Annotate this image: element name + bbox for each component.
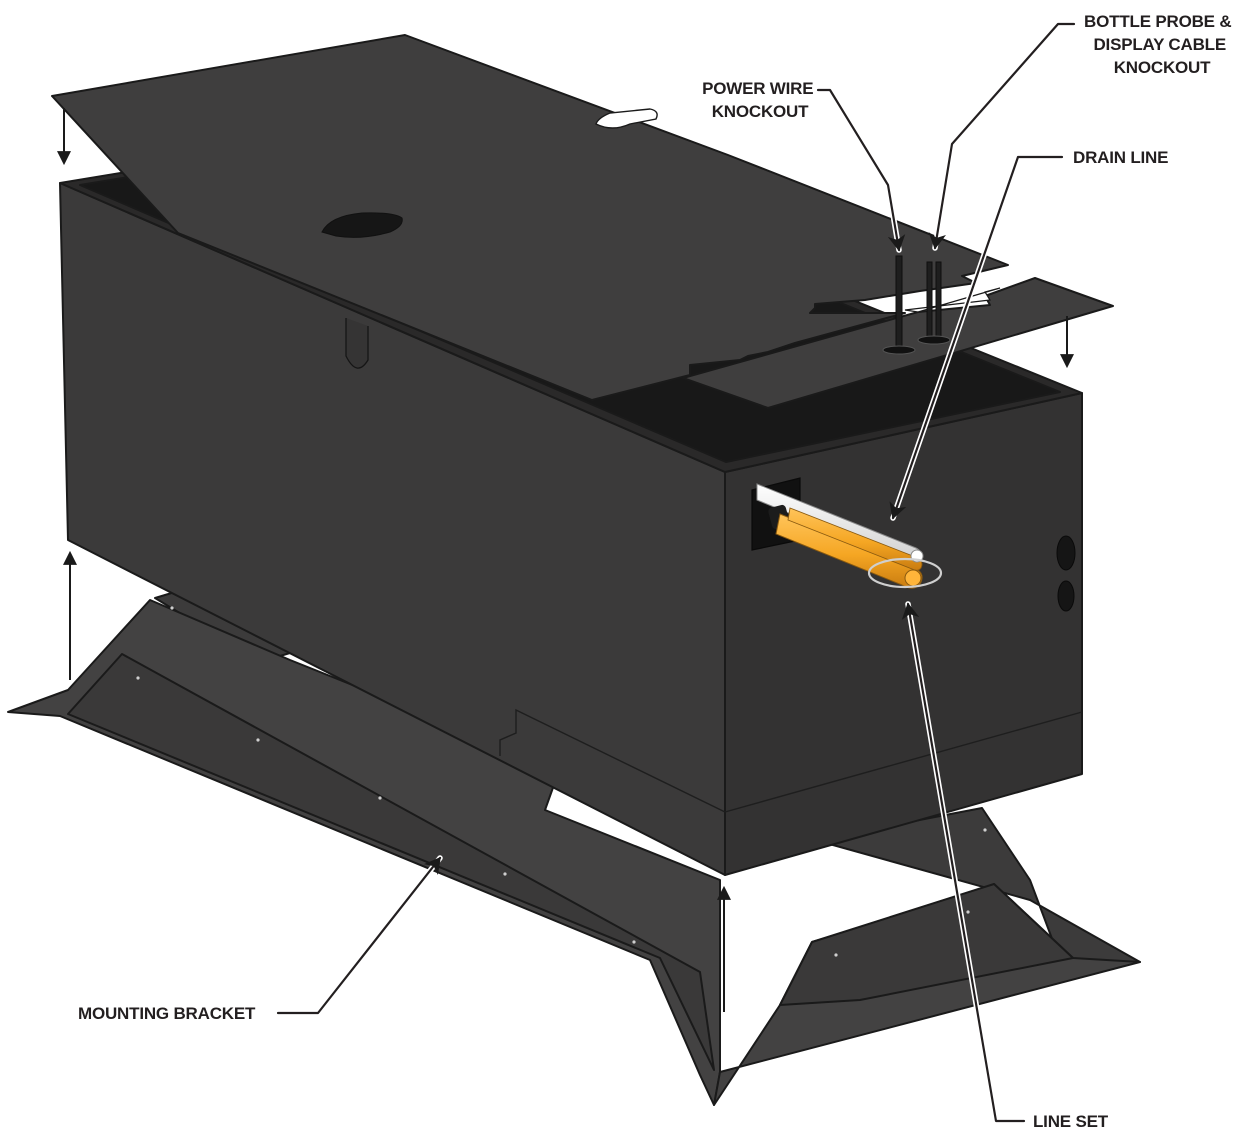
line-set-leader: [901, 602, 1026, 1123]
drain-line-label: DRAIN LINE: [1073, 148, 1168, 167]
bracket-screw-holes: [136, 606, 987, 957]
power-wire-label-line-2: KNOCKOUT: [712, 102, 809, 121]
lid-panels: [51, 34, 1114, 409]
callout-leaders: [275, 21, 1077, 1124]
bottle-probe-label-line-3: KNOCKOUT: [1114, 58, 1211, 77]
small-lid-cutout: [904, 287, 1001, 313]
bracket-left-flange: [67, 653, 715, 1071]
cabinet-top-notch: [345, 318, 369, 369]
cabinet-end-face: [724, 392, 1083, 876]
line-set-tubes: [756, 483, 943, 589]
power-wire-label: POWER WIRE KNOCKOUT: [702, 79, 818, 121]
lid-slot-front: [321, 212, 403, 238]
power-wire-label-line-1: POWER WIRE: [702, 79, 813, 98]
power-wire-leader: [816, 88, 906, 252]
lid-slot-back: [595, 108, 658, 129]
assembly-arrows: [57, 108, 1074, 1012]
main-lid-panel: [51, 34, 1009, 401]
line-set-label: LINE SET: [1033, 1112, 1109, 1129]
knockout-posts: [882, 255, 951, 355]
mounting-bracket: [7, 591, 1141, 1106]
mounting-bracket-label: MOUNTING BRACKET: [78, 1004, 256, 1023]
bracket-right-slope: [779, 883, 1074, 1006]
end-knockout-upper: [1056, 535, 1076, 571]
callout-labels: BOTTLE PROBE & DISPLAY CABLE KNOCKOUT PO…: [78, 12, 1236, 1129]
bottle-probe-label: BOTTLE PROBE & DISPLAY CABLE KNOCKOUT: [1084, 12, 1236, 77]
bottle-probe-leader: [928, 22, 1076, 250]
bottle-probe-label-line-2: DISPLAY CABLE: [1093, 35, 1226, 54]
bottle-probe-label-line-1: BOTTLE PROBE &: [1084, 12, 1231, 31]
mounting-bracket-leader: [276, 856, 442, 1015]
line-set-highlight-ring: [867, 557, 943, 589]
end-knockout-lower: [1057, 580, 1075, 612]
drain-line-leader: [889, 155, 1064, 520]
